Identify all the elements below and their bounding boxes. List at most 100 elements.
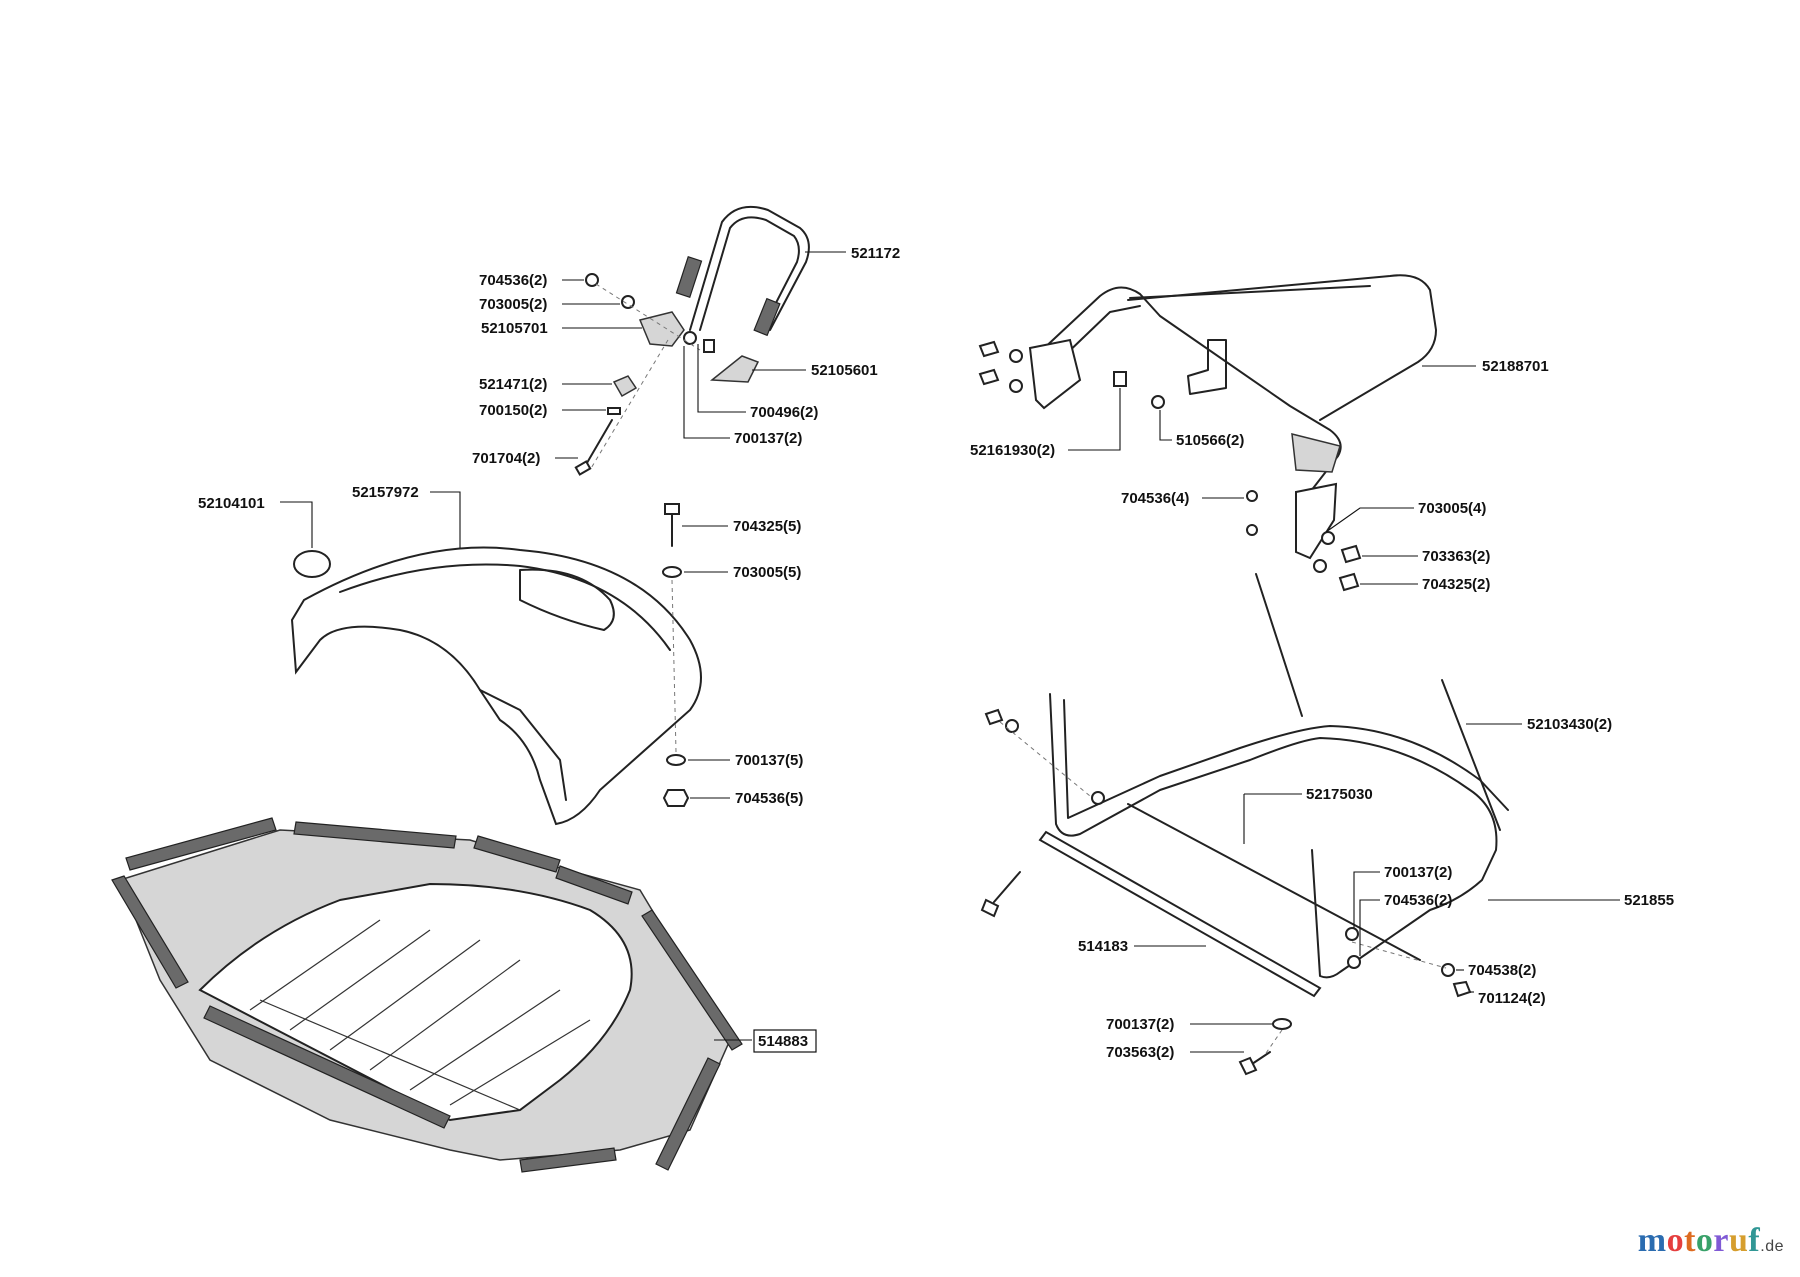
bolt-frame-left	[993, 871, 1021, 903]
label-52157972: 52157972	[352, 484, 419, 501]
label-704325-5: 704325(5)	[733, 518, 801, 535]
nut-704536-4b	[1246, 524, 1258, 536]
bag-strip-1	[125, 817, 277, 871]
washer-700150	[607, 407, 621, 415]
frame-52188701-inner	[1127, 274, 1437, 421]
leader-700137-2b	[1353, 871, 1380, 928]
logo-letter: t	[1684, 1222, 1696, 1259]
nut-704536-top	[585, 273, 599, 287]
assembly-axis-lower	[999, 721, 1447, 1057]
bag-strip-9	[111, 875, 189, 989]
bolt-head-700137	[703, 339, 715, 353]
washer-700137-2c	[1272, 1018, 1292, 1030]
assembly-axis-handle	[589, 283, 701, 471]
nut-701124	[1452, 980, 1472, 998]
rod-52103430-a	[1255, 573, 1303, 717]
label-703563-2: 703563(2)	[1106, 1044, 1174, 1061]
label-514183: 514183	[1078, 938, 1128, 955]
washer-703005-5	[662, 566, 682, 578]
bag-strip-3	[473, 835, 561, 873]
handle-bar-521172	[689, 206, 810, 331]
bag-slat-3	[329, 939, 481, 1051]
nut-704536-2b	[1347, 955, 1361, 969]
leader-52104101	[280, 501, 313, 548]
logo-letter: o	[1695, 1222, 1714, 1259]
bag-strip-5	[641, 909, 743, 1051]
lower-frame-group: 52103430(2) 52175030 700137(2) 704536(2)…	[980, 573, 1674, 1076]
frame-521855-inner	[1063, 699, 1509, 819]
label-704536-5: 704536(5)	[735, 790, 803, 807]
label-514883: 514883	[758, 1033, 808, 1050]
bag-strip-4	[555, 865, 633, 905]
logo-letter: o	[1666, 1222, 1685, 1259]
label-703005-2: 703005(2)	[479, 296, 547, 313]
label-52103430-2: 52103430(2)	[1527, 716, 1612, 733]
label-510566-2: 510566(2)	[1176, 432, 1244, 449]
washer-703005-top	[621, 295, 635, 309]
bag-strip-2	[293, 821, 457, 849]
label-703005-4: 703005(4)	[1418, 500, 1486, 517]
logo-letter: f	[1748, 1222, 1761, 1259]
cover-lip	[479, 689, 567, 801]
bag-strip-8	[519, 1147, 617, 1173]
label-703363-2: 703363(2)	[1422, 548, 1490, 565]
label-52175030: 52175030	[1306, 786, 1373, 803]
washer-700137-2b	[1345, 927, 1359, 941]
label-52105601: 52105601	[811, 362, 878, 379]
washer-frame-left-1	[1005, 719, 1019, 733]
label-52105701: 52105701	[481, 320, 548, 337]
label-700137-2b: 700137(2)	[1384, 864, 1452, 881]
label-700137-2c: 700137(2)	[1106, 1016, 1174, 1033]
bolt-left-2	[978, 368, 1000, 386]
bracket-52105601	[709, 355, 760, 383]
leader-52157972	[430, 491, 461, 548]
leader-700496-2	[697, 344, 746, 413]
nut-510566	[1151, 395, 1165, 409]
grass-bag-group: 514883	[111, 817, 817, 1173]
cover-52157972	[290, 546, 702, 826]
label-704538-2: 704538(2)	[1468, 962, 1536, 979]
label-52161930-2: 52161930(2)	[970, 442, 1055, 459]
bolt-704325-2	[1338, 572, 1360, 592]
cap-52104101	[293, 550, 331, 578]
label-704325-2: 704325(2)	[1422, 576, 1490, 593]
spacer-52161930	[1113, 371, 1127, 387]
frame-crossbar	[1129, 285, 1371, 299]
label-700496-2: 700496(2)	[750, 404, 818, 421]
handle-grip-right	[753, 297, 781, 337]
frame-52188701-tube2	[1059, 305, 1141, 361]
washer-frame-left-2	[1091, 791, 1105, 805]
label-703005-5: 703005(5)	[733, 564, 801, 581]
label-521172: 521172	[851, 245, 900, 262]
washer-703005-4a	[1321, 531, 1335, 545]
nut-704536-4a	[1246, 490, 1258, 502]
frame-bracket-right	[1295, 482, 1338, 560]
label-704536-2b: 704536(2)	[1384, 892, 1452, 909]
label-701124-2: 701124(2)	[1478, 990, 1546, 1007]
frame-521855	[1049, 693, 1498, 979]
cover-assembly-group: 52104101 52157972 704325(5) 703005(5) 70…	[198, 484, 803, 826]
washer-left-2	[1009, 379, 1023, 393]
label-52104101: 52104101	[198, 495, 265, 512]
bolt-703363	[1340, 544, 1362, 564]
bag-crossbar	[259, 999, 521, 1111]
handle-assembly-group: 521172 704536(2) 703005(2) 52105701 5210…	[472, 206, 900, 476]
label-701704-2: 701704(2)	[472, 450, 540, 467]
washer-700496	[683, 331, 697, 345]
washer-704538	[1441, 963, 1455, 977]
washer-700137-5	[666, 754, 686, 766]
label-52188701: 52188701	[1482, 358, 1549, 375]
leader-700137-2a	[683, 346, 730, 439]
bolt-704325-head	[664, 503, 680, 515]
logo-letter: u	[1729, 1222, 1749, 1259]
frame-hook	[1187, 339, 1227, 395]
frame-bracket-left	[1028, 338, 1082, 410]
logo-letter: m	[1637, 1222, 1667, 1259]
brand-logo: motoruf.de	[1638, 1222, 1784, 1260]
bag-strip-7	[655, 1057, 721, 1171]
washer-left-1	[1009, 349, 1023, 363]
bolt-701704	[583, 419, 613, 469]
leader-52161930-2	[1068, 388, 1121, 451]
